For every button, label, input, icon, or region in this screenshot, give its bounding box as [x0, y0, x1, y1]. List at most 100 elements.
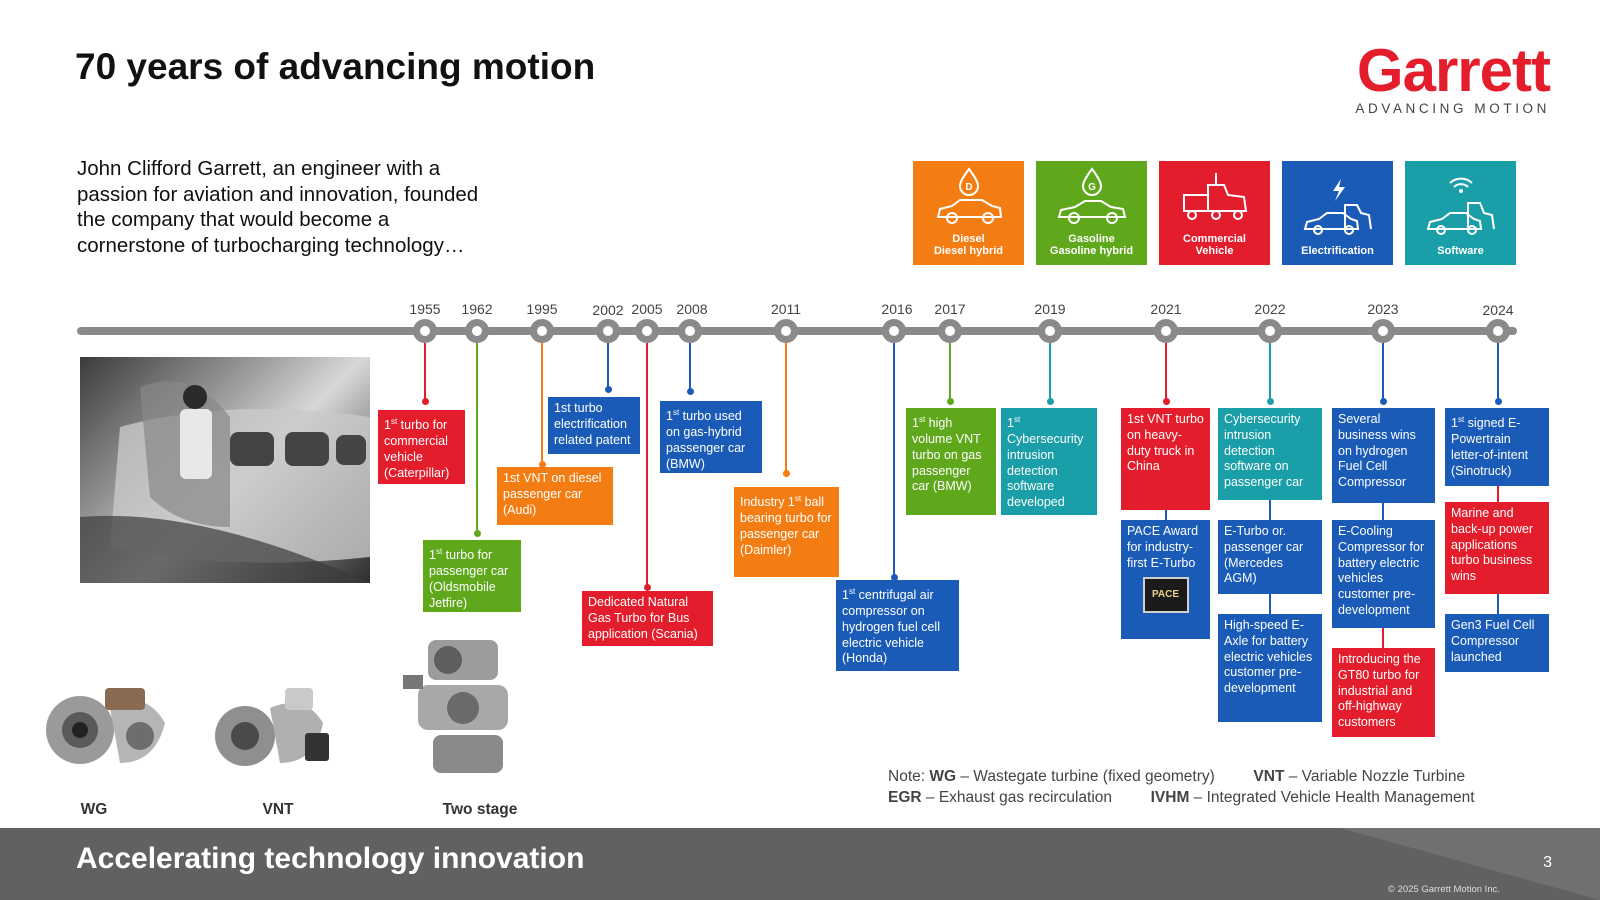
note-line-1: Note: WG – Wastegate turbine (fixed geom…	[888, 768, 1466, 785]
timeline-node-2005	[635, 319, 659, 343]
svg-text:D: D	[965, 182, 972, 193]
timeline-node-2017	[938, 319, 962, 343]
stem-2011	[785, 343, 787, 473]
stem-1955	[424, 343, 426, 401]
segment-diesel-label-2: Diesel hybrid	[933, 245, 1004, 257]
note-line-2: EGR – Exhaust gas recirculation IVHM – I…	[888, 789, 1475, 806]
stem-dot	[605, 386, 612, 393]
year-2017: 2017	[934, 301, 966, 317]
garrett-logo: Garrett ADVANCING MOTION	[1335, 37, 1551, 117]
connector	[1497, 594, 1499, 614]
stem-dot	[644, 584, 651, 591]
two-stage-turbo-icon	[403, 640, 508, 773]
stem-2019	[1049, 343, 1051, 401]
stem-dot	[947, 398, 954, 405]
year-2021: 2021	[1150, 301, 1182, 317]
stem-dot	[1495, 398, 1502, 405]
stem-1962	[476, 343, 478, 533]
stem-dot	[1163, 398, 1170, 405]
vnt-turbo-icon	[215, 688, 329, 766]
stem-2017	[949, 343, 951, 401]
stem-2024	[1497, 343, 1499, 401]
connector	[1382, 628, 1384, 648]
connector	[1269, 594, 1271, 614]
copyright: © 2025 Garrett Motion Inc.	[1387, 884, 1500, 895]
milestone-2021-a: 1st VNT turbo on heavy-duty truck in Chi…	[1121, 408, 1210, 510]
page-title: 70 years of advancing motion	[75, 46, 596, 87]
milestone-2011: Industry 1st ball bearing turbo for pass…	[734, 487, 839, 577]
milestone-2008: 1st turbo used on gas-hybrid passenger c…	[660, 401, 762, 473]
product-label-two-stage: Two stage	[442, 801, 518, 818]
milestone-2016: 1st centrifugal air compressor on hydrog…	[836, 580, 959, 671]
milestone-1995: 1st VNT on diesel passenger car (Audi)	[497, 467, 613, 525]
stem-dot	[891, 574, 898, 581]
milestone-2002: 1st turbo electrification related patent	[548, 397, 640, 454]
stem-2023	[1382, 343, 1384, 401]
stem-2022	[1269, 343, 1271, 401]
stem-dot	[1380, 398, 1387, 405]
logo-tagline: ADVANCING MOTION	[1355, 101, 1550, 116]
milestone-2023-b: E-Cooling Compressor for battery electri…	[1332, 520, 1435, 628]
timeline-node-2024	[1486, 319, 1510, 343]
milestone-2024-c: Gen3 Fuel Cell Compressor launched	[1445, 614, 1549, 672]
milestone-2024-a: 1st signed E-Powertrain letter-of-intent…	[1445, 408, 1549, 486]
segment-diesel: D Diesel Diesel hybrid	[913, 161, 1024, 265]
milestone-2023-a: Several business wins on hydrogen Fuel C…	[1332, 408, 1435, 503]
segment-gasoline-label-1: Gasoline	[1068, 233, 1115, 245]
segment-commercial-label-2: Vehicle	[1195, 245, 1234, 257]
milestone-2005: Dedicated Natural Gas Turbo for Bus appl…	[582, 591, 713, 646]
year-2002: 2002	[592, 302, 624, 318]
connector	[1382, 503, 1384, 520]
timeline-node-1962	[465, 319, 489, 343]
year-2019: 2019	[1034, 301, 1066, 317]
electric-car-icon	[1303, 179, 1372, 235]
segment-gasoline-label-2: Gasoline hybrid	[1049, 245, 1134, 257]
timeline-node-2023	[1371, 319, 1395, 343]
timeline-node-2016	[882, 319, 906, 343]
segment-commercial-label-1: Commercial	[1183, 233, 1246, 245]
abbreviation-note: Note: WG – Wastegate turbine (fixed geom…	[888, 766, 1475, 808]
year-2005: 2005	[631, 301, 663, 317]
year-2008: 2008	[676, 301, 708, 317]
milestone-2023-c: Introducing the GT80 turbo for industria…	[1332, 648, 1435, 737]
diesel-car-icon: D	[936, 167, 1002, 224]
connected-vehicle-icon	[1426, 177, 1495, 235]
segment-diesel-label-1: Diesel	[952, 233, 985, 245]
year-2016: 2016	[881, 301, 913, 317]
segment-software: Software	[1405, 161, 1516, 265]
stem-2008	[689, 343, 691, 391]
timeline-node-2019	[1038, 319, 1062, 343]
milestone-2022-a: Cybersecurity intrusion detection softwa…	[1218, 408, 1322, 500]
milestone-2021-b: PACE Award for industry-first E-Turbo PA…	[1121, 520, 1210, 639]
logo-wordmark: Garrett	[1356, 37, 1551, 104]
stem-dot	[1047, 398, 1054, 405]
stem-dot	[687, 388, 694, 395]
airplane-photo-icon	[80, 381, 370, 583]
svg-text:G: G	[1088, 182, 1096, 193]
wastegate-turbo-icon	[46, 688, 165, 764]
year-1955: 1955	[409, 301, 441, 317]
milestone-2022-b: E-Turbo or. passenger car (Mercedes AGM)	[1218, 520, 1322, 594]
year-1962: 1962	[461, 301, 493, 317]
connector	[1165, 510, 1167, 520]
connector	[1497, 486, 1499, 502]
year-2023: 2023	[1367, 301, 1399, 317]
intro-text: John Clifford Garrett, an engineer with …	[77, 157, 479, 257]
founder-photo	[80, 357, 370, 583]
pace-award-badge: PACE	[1142, 577, 1189, 614]
timeline-node-2021	[1154, 319, 1178, 343]
milestone-1955: 1st turbo for commercial vehicle (Caterp…	[378, 410, 465, 484]
timeline-node-2022	[1258, 319, 1282, 343]
timeline-node-1955	[413, 319, 437, 343]
milestone-2019: 1st Cybersecurity intrusion detection so…	[1001, 408, 1097, 515]
stem-dot	[783, 470, 790, 477]
stem-dot	[539, 461, 546, 468]
segment-electrification: Electrification	[1282, 161, 1393, 265]
product-label-vnt: VNT	[262, 801, 294, 818]
footer-bar: Accelerating technology innovation 3 © 2…	[0, 828, 1600, 900]
timeline-node-2008	[678, 319, 702, 343]
page-number: 3	[1543, 854, 1552, 871]
timeline-node-2011	[774, 319, 798, 343]
year-2011: 2011	[770, 301, 802, 317]
segment-software-label: Software	[1437, 245, 1484, 257]
